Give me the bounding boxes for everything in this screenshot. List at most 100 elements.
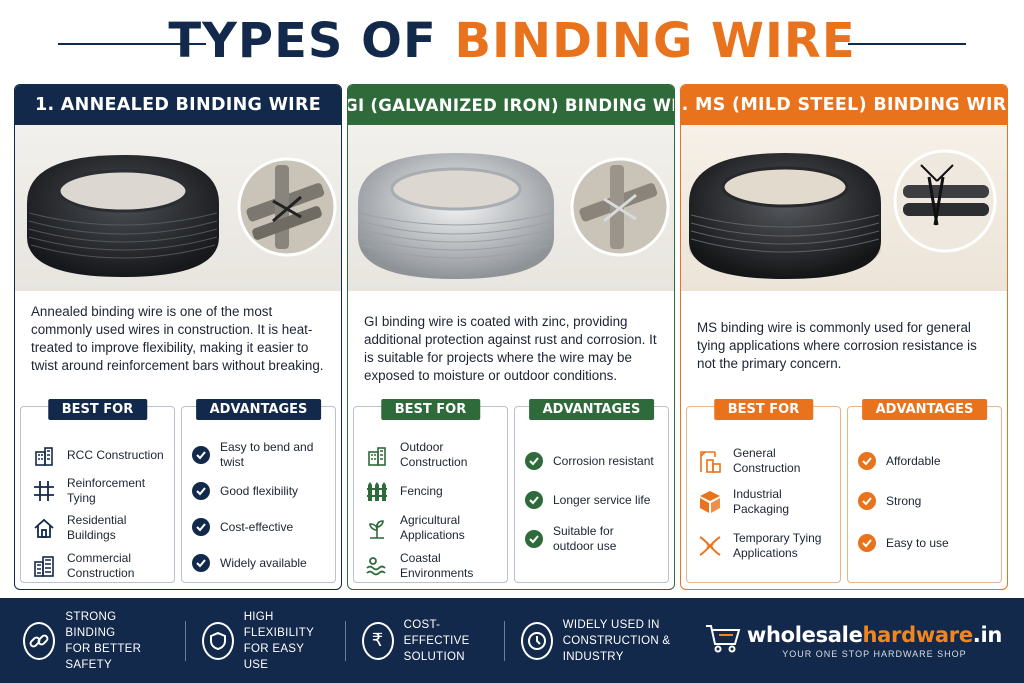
list-item: Agricultural Applications [354, 509, 507, 547]
clock-icon [520, 621, 553, 660]
brand-name-part-1: wholesale [746, 622, 863, 647]
best-for-panel: BEST FOR General Construction Industrial… [686, 399, 841, 583]
advantage-text: Affordable [886, 453, 941, 468]
card-heading: 3. MS (MILD STEEL) BINDING WIRE [681, 85, 1007, 125]
card-description: GI binding wire is coated with zinc, pro… [364, 314, 657, 383]
advantages-panel: ADVANTAGES Affordable Strong Easy to use [847, 399, 1002, 583]
checkmark-icon [858, 534, 876, 552]
card-description: Annealed binding wire is one of the most… [31, 304, 324, 373]
card-gi: 2. GI (GALVANIZED IRON) BINDING WIRE GI … [347, 84, 675, 590]
wire-coil-image [27, 155, 337, 277]
office-building-icon [31, 553, 57, 579]
list-item: Industrial Packaging [687, 481, 840, 523]
card-description: MS binding wire is commonly used for gen… [697, 320, 977, 371]
best-for-text: Fencing [400, 483, 443, 498]
checkmark-icon [525, 491, 543, 509]
best-for-text: Commercial Construction [67, 551, 135, 580]
advantage-text: Longer service life [553, 492, 651, 507]
card-ms: 3. MS (MILD STEEL) BINDING WIRE MS bindi… [680, 84, 1008, 590]
brand-tagline: YOUR ONE STOP HARDWARE SHOP [782, 648, 967, 659]
list-item: Coastal Environments [354, 547, 507, 585]
list-item: RCC Construction [21, 437, 174, 473]
footer-line-2: CONSTRUCTION & INDUSTRY [562, 634, 671, 663]
title-part-1: TYPES OF [168, 13, 437, 69]
footer-divider [503, 620, 505, 661]
building-crane-icon [697, 448, 723, 474]
list-item: Fencing [354, 473, 507, 509]
shopping-cart-icon [705, 622, 741, 659]
footer-line-2: SOLUTION [403, 650, 465, 663]
card-heading: 1. ANNEALED BINDING WIRE [15, 85, 341, 125]
wire-photo [681, 125, 1007, 291]
best-for-text: RCC Construction [67, 447, 164, 462]
wire-photo [15, 125, 341, 291]
list-item: General Construction [687, 441, 840, 481]
best-for-text: Reinforcement Tying [67, 476, 146, 505]
advantages-heading: ADVANTAGES [195, 399, 322, 420]
advantage-text: Easy to bend and twist [220, 440, 314, 469]
advantage-text: Corrosion resistant [553, 453, 654, 468]
footer-line-1: HIGH FLEXIBILITY [243, 610, 315, 639]
title-rule-right [848, 43, 966, 45]
best-for-panel: BEST FOR Outdoor Construction Fencing Ag… [353, 399, 508, 585]
title-part-2: BINDING WIRE [454, 13, 856, 69]
advantages-heading: ADVANTAGES [861, 399, 988, 420]
footer-divider [184, 620, 186, 661]
building-crane-icon [364, 442, 390, 468]
box-icon [697, 489, 723, 515]
house-icon [31, 515, 57, 541]
advantages-panel: ADVANTAGES Corrosion resistant Longer se… [514, 399, 669, 583]
list-item: Corrosion resistant [515, 441, 668, 481]
best-for-text: Outdoor Construction [400, 440, 468, 469]
footer-line-1: STRONG BINDING [65, 610, 117, 639]
twist-wire-icon [697, 533, 723, 559]
grid-icon [31, 478, 57, 504]
list-item: Affordable [848, 441, 1001, 481]
checkmark-icon [858, 452, 876, 470]
plant-icon [364, 515, 390, 541]
best-for-text: Coastal Environments [400, 551, 474, 580]
list-item: Easy to use [848, 521, 1001, 565]
list-item: Suitable for outdoor use [515, 519, 668, 559]
footer-feature: STRONG BINDING FOR BETTER SAFETY [23, 609, 169, 673]
card-heading: 2. GI (GALVANIZED IRON) BINDING WIRE [348, 85, 674, 125]
footer-feature: WIDELY USED IN CONSTRUCTION & INDUSTRY [520, 617, 705, 665]
brand-logo[interactable]: wholesalehardware.in YOUR ONE STOP HARDW… [705, 622, 1002, 659]
footer-line-1: WIDELY USED IN [562, 618, 660, 631]
page-title: TYPES OF BINDING WIRE [0, 12, 1024, 70]
rupee-icon: ₹ [361, 621, 394, 660]
checkmark-icon [192, 518, 210, 536]
best-for-text: Agricultural Applications [400, 513, 465, 542]
wire-photo [348, 125, 674, 291]
list-item: Good flexibility [182, 473, 335, 509]
checkmark-icon [192, 554, 210, 572]
list-item: Outdoor Construction [354, 437, 507, 473]
footer-feature: ₹ COST-EFFECTIVE SOLUTION [361, 617, 488, 665]
building-crane-icon [31, 442, 57, 468]
title-rule-left [58, 43, 206, 45]
best-for-heading: BEST FOR [713, 399, 814, 420]
shield-icon [201, 621, 234, 660]
best-for-panel: BEST FOR RCC Construction Reinforcement … [20, 399, 175, 583]
best-for-text: General Construction [733, 446, 801, 475]
best-for-text: Industrial Packaging [733, 487, 790, 516]
footer-divider [344, 620, 346, 661]
advantage-text: Strong [886, 493, 922, 508]
checkmark-icon [525, 452, 543, 470]
advantages-heading: ADVANTAGES [528, 399, 655, 420]
best-for-text: Temporary Tying Applications [733, 531, 822, 560]
wire-coil-image [358, 153, 670, 279]
list-item: Strong [848, 481, 1001, 521]
footer-line-2: FOR EASY USE [243, 642, 305, 671]
advantage-text: Cost-effective [220, 519, 294, 534]
advantage-text: Widely available [220, 555, 307, 570]
list-item: Cost-effective [182, 509, 335, 545]
footer-line-2: FOR BETTER SAFETY [65, 642, 142, 671]
footer-line-1: COST-EFFECTIVE [403, 618, 470, 647]
brand-name-part-2: hardware [862, 622, 974, 647]
card-annealed: 1. ANNEALED BINDING WIRE Annealed bindin… [14, 84, 342, 590]
advantages-panel: ADVANTAGES Easy to bend and twist Good f… [181, 399, 336, 583]
advantage-text: Easy to use [886, 535, 949, 550]
list-item: Easy to bend and twist [182, 437, 335, 473]
best-for-heading: BEST FOR [380, 399, 481, 420]
